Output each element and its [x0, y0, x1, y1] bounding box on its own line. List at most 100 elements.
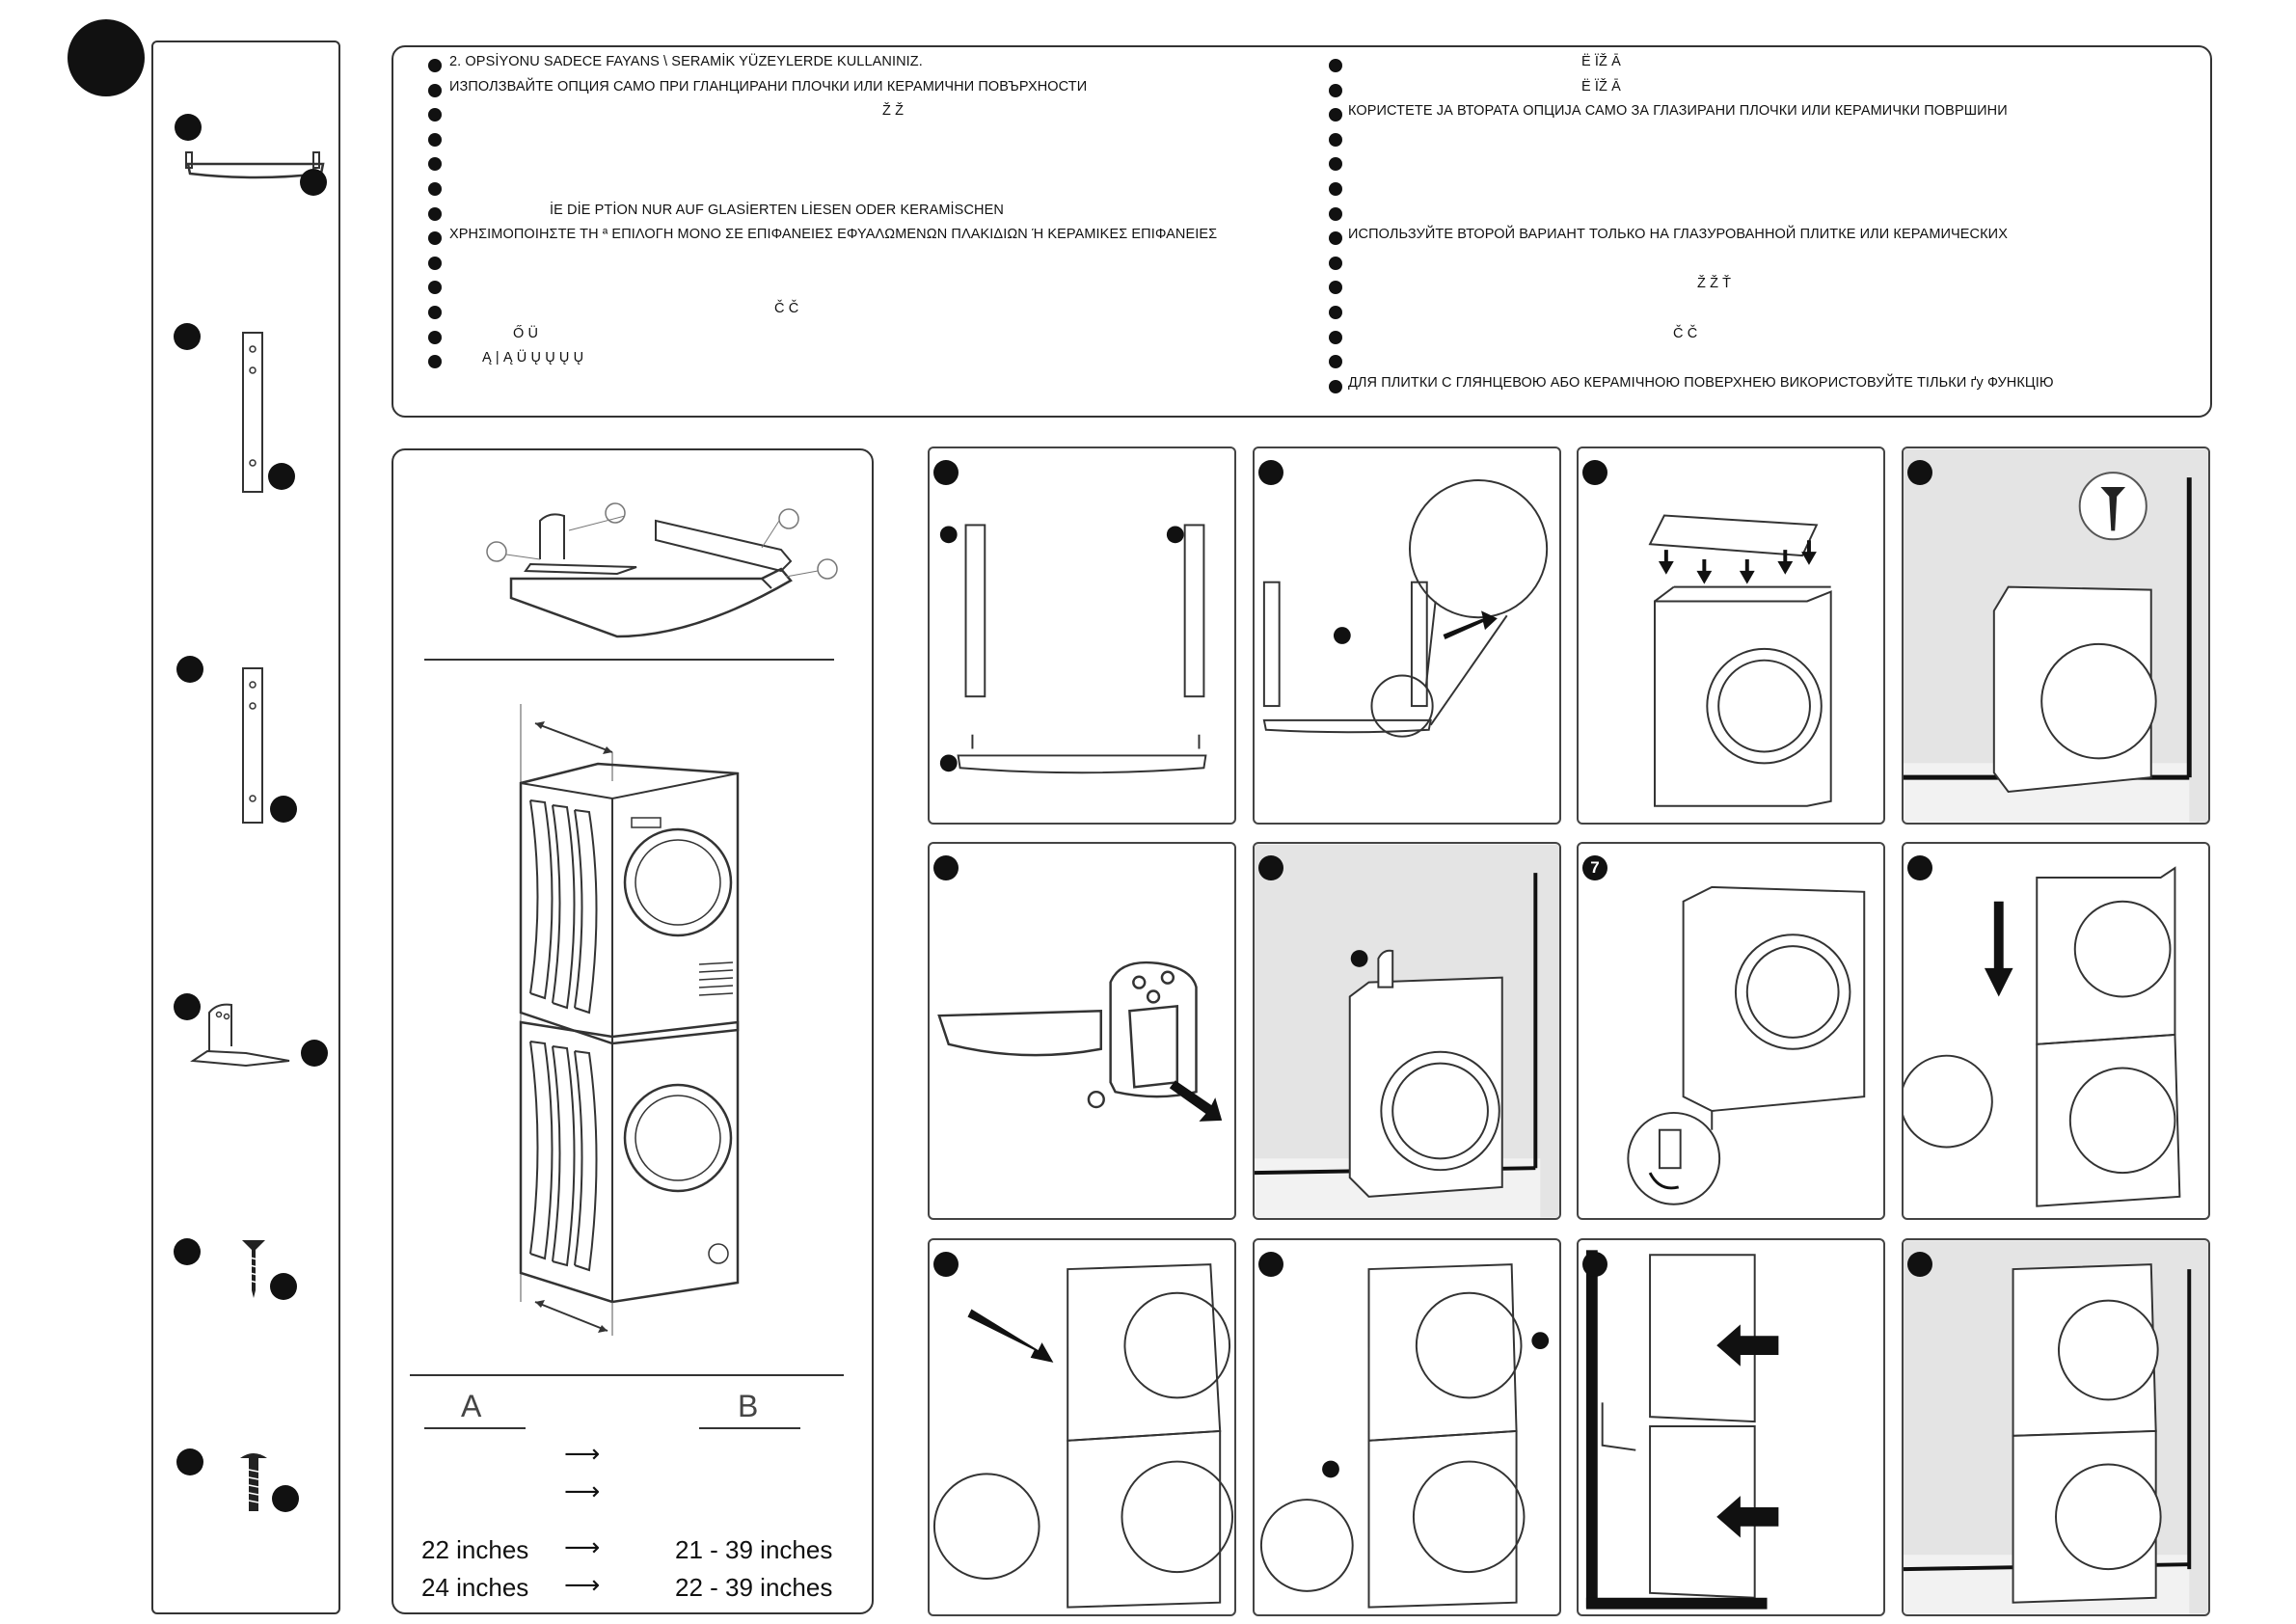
part-1-marker [175, 114, 202, 141]
screw-icon [242, 1240, 265, 1298]
parts-list-panel [151, 41, 340, 1614]
step-number-badge [1582, 460, 1607, 485]
step-illustration [1255, 844, 1559, 1218]
part-2-qty-marker [268, 463, 295, 490]
bolt-icon [240, 1453, 267, 1511]
warning-bullet [1329, 256, 1342, 270]
part-4-marker [174, 993, 201, 1020]
table-header-a-underline [424, 1427, 526, 1429]
stacked-machines-image [519, 704, 740, 1336]
warning-line: Ë ÏŽ Ā [1581, 54, 1621, 69]
step-panel-3 [1577, 447, 1885, 825]
step-illustration [1648, 514, 1832, 807]
warning-bullet [1329, 355, 1342, 369]
warning-bullet [1329, 379, 1342, 393]
warning-line: Č Č [1673, 325, 1698, 341]
table-divider [410, 1374, 844, 1376]
warning-line: ΧΡΗΣΙΜΟΠΟΙΗΣΤΕ ΤΗ ª ΕΠΙΛΟΓΗ ΜΟΝΟ ΣΕ ΕΠΙΦ… [449, 227, 1218, 243]
warning-line: ИЗПОЛЗВАЙТЕ ОПЦИЯ САМО ПРИ ГЛАНЦИРАНИ ПЛ… [449, 78, 1088, 95]
warning-bullet [1329, 206, 1342, 221]
warning-bullet [428, 256, 442, 270]
warning-bullet [428, 108, 442, 122]
warning-bullet [1329, 330, 1342, 344]
warning-bullet [1329, 306, 1342, 319]
warning-line: ДЛЯ ПЛИТКИ С ГЛЯНЦЕВОЮ АБО КЕРАМІЧНОЮ ПО… [1348, 374, 2054, 391]
part-5-qty-marker [270, 1273, 297, 1300]
table-row-3-a: 22 inches [421, 1535, 529, 1564]
step-number-badge [1907, 1252, 1932, 1277]
step-number-badge [1258, 855, 1283, 880]
table-row-3-b: 21 - 39 inches [675, 1535, 833, 1564]
kit-overview-image [486, 502, 838, 638]
step-panel-9 [928, 1238, 1236, 1616]
warning-bullet [428, 182, 442, 196]
step-panel-2 [1253, 447, 1561, 825]
warning-line: ИСПОЛЬЗУЙТЕ ВТОРОЙ ВАРИАНТ ТОЛЬКО НА ГЛА… [1348, 227, 2008, 243]
step-number-badge [933, 1252, 959, 1277]
step-illustration [1262, 479, 1549, 738]
step-number-badge [1258, 1252, 1283, 1277]
table-header-a: A [461, 1389, 482, 1423]
step-illustration [1904, 448, 2208, 823]
page-marker [68, 19, 145, 96]
warning-bullet [428, 59, 442, 72]
step-illustration [932, 1263, 1234, 1609]
warning-bullet [1329, 281, 1342, 295]
table-row-4-b: 22 - 39 inches [675, 1573, 833, 1602]
warning-bullet [1329, 231, 1342, 246]
step-panel-8 [1902, 842, 2210, 1220]
step-number-badge [1258, 460, 1283, 485]
overview-divider [424, 659, 834, 661]
warning-line: Ő Ü [513, 325, 539, 341]
part-3-qty-marker [270, 796, 297, 823]
warning-line: Č Č [774, 301, 799, 316]
table-header-b-underline [699, 1427, 800, 1429]
step-illustration [939, 524, 1207, 774]
warning-bullet [428, 355, 442, 369]
warning-bullet [428, 281, 442, 295]
warning-line: Ë ÏŽ Ā [1581, 78, 1621, 95]
step-panel-6 [1253, 842, 1561, 1220]
step-panel-10 [1253, 1238, 1561, 1616]
step-illustration [1259, 1263, 1550, 1609]
warning-bullet [428, 231, 442, 246]
warning-bullet [428, 330, 442, 344]
warning-line: İE DİE PTİON NUR AUF GLASİERTEN LİESEN O… [550, 202, 1004, 218]
step-illustration [1904, 1240, 2208, 1614]
warning-bullet [428, 306, 442, 319]
warning-bullet [428, 83, 442, 97]
step-panel-5 [928, 842, 1236, 1220]
step-number-badge [1907, 460, 1932, 485]
warning-bullet [1329, 59, 1342, 72]
warning-bullet [1329, 132, 1342, 147]
step-panel-11 [1577, 1238, 1885, 1616]
arrow-icon: ⟶ [564, 1532, 601, 1561]
arrow-icon: ⟶ [564, 1439, 601, 1468]
warning-line: КОРИСТЕТЕ ЈА ВТОРАТА ОПЦИЈА САМО ЗА ГЛАЗ… [1348, 103, 2008, 120]
part-5-marker [174, 1238, 201, 1265]
step-number-badge [1907, 855, 1932, 880]
warning-line: Ą | Ą Ü Ų Ų Ų Ų [482, 350, 584, 366]
warning-bullet [428, 157, 442, 172]
part-3-marker [176, 656, 203, 683]
arrow-icon: ⟶ [564, 1570, 601, 1599]
step-number-badge [1582, 1252, 1607, 1277]
overview-panel [392, 448, 874, 1614]
step-illustration [1904, 866, 2181, 1207]
warning-bullet [1329, 157, 1342, 172]
part-bracket-image [190, 1003, 290, 1068]
step-number-badge [933, 855, 959, 880]
part-2-marker [174, 323, 201, 350]
step-number-badge [933, 460, 959, 485]
part-4-qty-marker [301, 1040, 328, 1067]
warning-line: Ž Ž Ť [1697, 276, 1732, 292]
part-6-qty-marker [272, 1485, 299, 1512]
table-header-b: B [738, 1389, 759, 1423]
warning-bullet [1329, 182, 1342, 196]
warning-line: 2. OPSİYONU SADECE FAYANS \ SERAMİK YÜZE… [449, 54, 923, 69]
warning-bullet [1329, 83, 1342, 97]
step-panel-7: 7 [1577, 842, 1885, 1220]
warning-bullet [428, 206, 442, 221]
step-panel-4 [1902, 447, 2210, 825]
part-right-rail-image [242, 667, 263, 824]
